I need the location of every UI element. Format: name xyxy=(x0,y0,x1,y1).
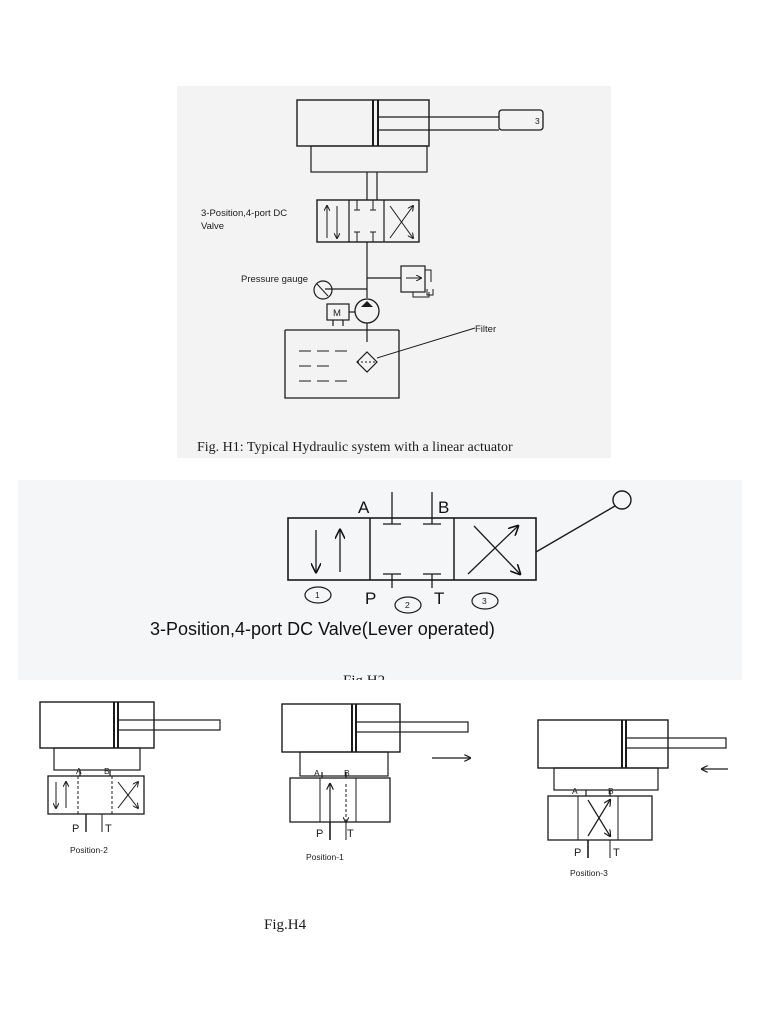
port-t-label: T xyxy=(434,589,444,608)
filter-label: Filter xyxy=(475,324,496,335)
port-a-label: A xyxy=(358,498,370,517)
valve-positions-diagram: A B P T Position-2 A B P T Position-1 xyxy=(39,701,728,933)
position-2-port-a: A xyxy=(76,766,82,776)
lever-handle xyxy=(535,490,632,553)
figure-h4-valve-positions: A B P T Position-2 A B P T Position-1 xyxy=(14,680,742,936)
position-marker-2: 2 xyxy=(394,596,422,614)
motor-symbol xyxy=(326,303,355,326)
position-3-cross-arrows xyxy=(467,526,520,574)
position-1-arrows xyxy=(316,530,340,572)
position-marker-3: 3 xyxy=(471,592,499,610)
pressure-gauge-label: Pressure gauge xyxy=(241,274,308,285)
position-1-port-b: B xyxy=(344,768,350,778)
position-2-assembly xyxy=(39,701,221,832)
figure-h1-hydraulic-system: 3 3-Position,4-port DC Valve xyxy=(177,86,611,458)
position-3-label: Position-3 xyxy=(570,868,608,878)
position-marker-1: 1 xyxy=(304,586,332,604)
pressure-gauge-symbol xyxy=(313,280,333,300)
hydraulic-system-diagram: 3 3-Position,4-port DC Valve xyxy=(197,99,544,455)
cylinder: 3 xyxy=(296,99,544,147)
valve-label-line2: Valve xyxy=(201,221,224,232)
valve-label-line1: 3-Position,4-port DC xyxy=(201,208,287,219)
dc-valve-symbol xyxy=(316,199,420,243)
position-3-port-b: B xyxy=(608,786,614,796)
port-b-label: B xyxy=(438,498,449,517)
position-2-ports xyxy=(383,492,441,588)
pump-symbol xyxy=(354,298,380,342)
svg-text:1: 1 xyxy=(315,590,320,600)
svg-text:2: 2 xyxy=(405,600,410,610)
valve-body xyxy=(287,517,537,581)
motor-label: M xyxy=(333,308,341,319)
dc-valve-lever-diagram: A B P T 1 2 3 3-Position,4-port DC Valve… xyxy=(150,490,632,639)
position-2-port-p: P xyxy=(72,823,79,835)
position-2-label: Position-2 xyxy=(70,845,108,855)
position-1-port-a: A xyxy=(314,768,320,778)
position-3-port-p: P xyxy=(574,847,581,859)
figure-h1-caption: Fig. H1: Typical Hydraulic system with a… xyxy=(197,440,513,455)
position-1-port-p: P xyxy=(316,828,323,840)
svg-text:3: 3 xyxy=(535,116,540,126)
position-3-port-a: A xyxy=(572,786,578,796)
filter-symbol xyxy=(356,327,476,373)
relief-valve-symbol xyxy=(400,265,434,298)
figure-h2-title: 3-Position,4-port DC Valve(Lever operate… xyxy=(150,619,495,639)
position-1-label: Position-1 xyxy=(306,852,344,862)
figure-h4-caption: Fig.H4 xyxy=(264,917,307,933)
position-3-port-t: T xyxy=(613,847,620,859)
port-p-label: P xyxy=(365,589,376,608)
svg-text:3: 3 xyxy=(482,596,487,606)
position-3-assembly xyxy=(537,719,727,858)
position-1-assembly xyxy=(281,703,469,840)
figure-h2-dc-valve: A B P T 1 2 3 3-Position,4-port DC Valve… xyxy=(18,480,742,680)
position-1-port-t: T xyxy=(347,828,354,840)
tank-symbol xyxy=(284,329,400,399)
pressure-line xyxy=(325,242,401,298)
cylinder-valve-lines xyxy=(310,145,428,200)
position-2-port-b: B xyxy=(104,766,110,776)
position-2-port-t: T xyxy=(105,823,112,835)
